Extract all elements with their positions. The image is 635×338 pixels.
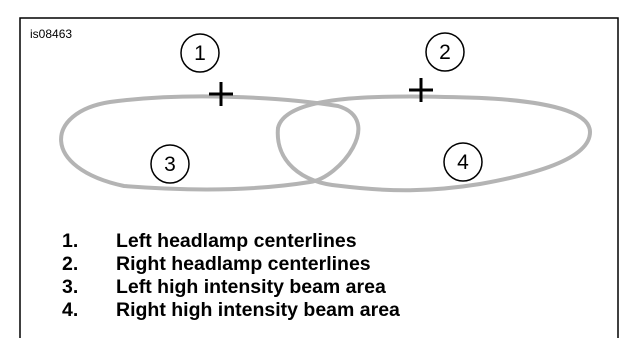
legend-text: Right headlamp centerlines bbox=[116, 253, 371, 275]
callout-4: 4 bbox=[443, 142, 483, 182]
left-centerline-marker bbox=[209, 82, 233, 106]
legend-text: Left headlamp centerlines bbox=[116, 230, 357, 252]
right-centerline-marker bbox=[409, 78, 433, 102]
legend-number: 1. bbox=[62, 230, 79, 252]
right-beam-area bbox=[275, 94, 593, 193]
legend-number: 4. bbox=[62, 299, 79, 321]
legend-text: Right high intensity beam area bbox=[116, 299, 400, 321]
legend-number: 3. bbox=[62, 276, 79, 298]
callout-1-label: 1 bbox=[194, 42, 206, 65]
legend-text: Left high intensity beam area bbox=[116, 276, 386, 298]
callout-1: 1 bbox=[180, 33, 220, 73]
figure-border bbox=[19, 17, 619, 338]
figure-id: is08463 bbox=[30, 27, 73, 41]
callout-3-label: 3 bbox=[164, 153, 176, 176]
callout-2-label: 2 bbox=[439, 41, 451, 64]
legend-number: 2. bbox=[62, 253, 79, 275]
callout-3: 3 bbox=[150, 144, 190, 184]
left-beam-area bbox=[59, 94, 361, 192]
callout-2: 2 bbox=[425, 32, 465, 72]
callout-4-label: 4 bbox=[457, 151, 469, 174]
